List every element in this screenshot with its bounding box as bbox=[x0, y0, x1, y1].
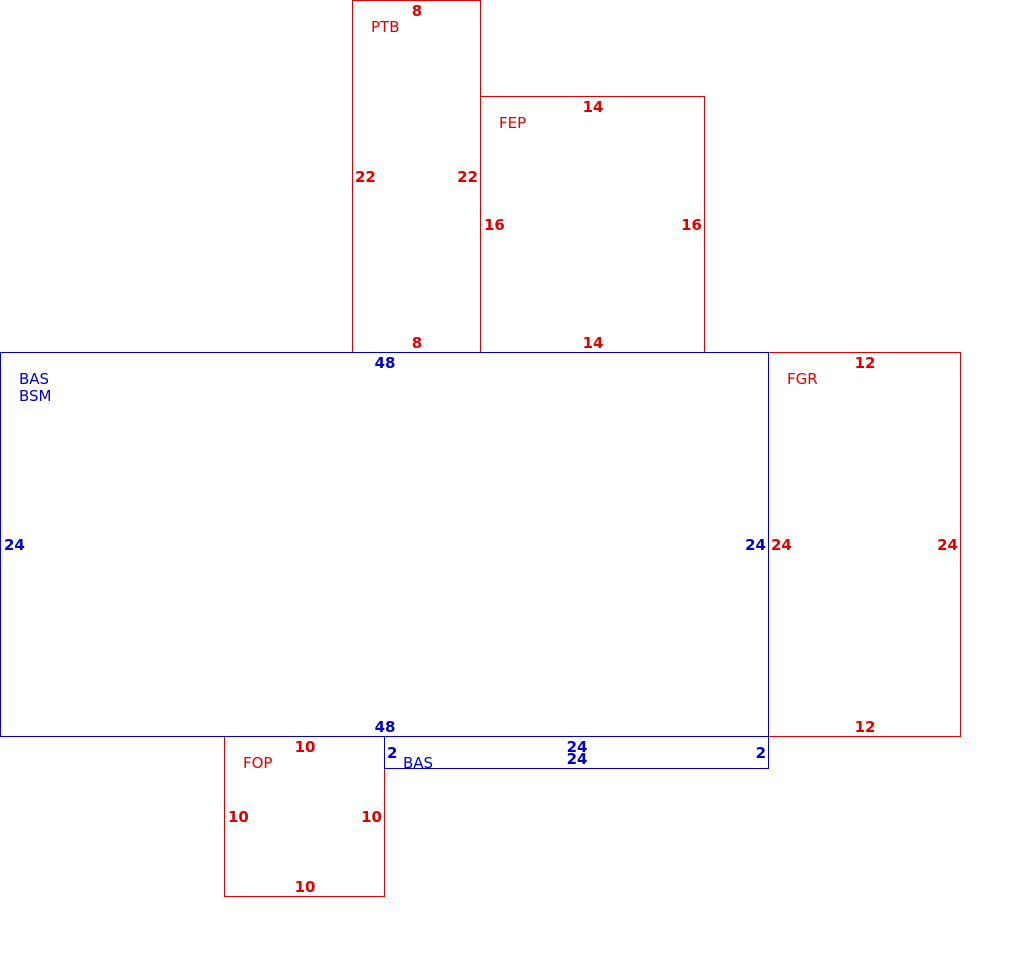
area-bas-code: BAS bbox=[19, 370, 49, 388]
area-ptb-dim-top: 8 bbox=[412, 2, 422, 20]
area-bas-code-secondary: BSM bbox=[19, 387, 52, 405]
area-bas-strip-outline bbox=[384, 736, 769, 769]
area-fgr: FGR 12 12 24 24 bbox=[768, 352, 961, 737]
area-bas-strip-dim-left: 2 bbox=[387, 744, 397, 762]
area-fep: FEP 14 14 16 16 bbox=[480, 96, 705, 353]
area-ptb-code: PTB bbox=[371, 18, 400, 36]
area-bas-strip-dim-right: 2 bbox=[756, 744, 766, 762]
area-fop-dim-top: 10 bbox=[295, 738, 316, 756]
area-bas: BAS BSM 48 48 24 24 bbox=[0, 352, 769, 737]
area-fgr-dim-right: 24 bbox=[937, 536, 958, 554]
area-fop-code: FOP bbox=[243, 754, 272, 772]
area-ptb-dim-right: 22 bbox=[457, 168, 478, 186]
area-fgr-dim-left: 24 bbox=[771, 536, 792, 554]
area-bas-dim-bottom: 48 bbox=[375, 718, 396, 736]
area-fep-code: FEP bbox=[499, 114, 526, 132]
area-fgr-code: FGR bbox=[787, 370, 818, 388]
area-bas-strip: BAS 24 24 2 2 bbox=[384, 736, 769, 772]
area-bas-strip-dim-top: 24 bbox=[567, 738, 588, 756]
area-fep-dim-left: 16 bbox=[484, 216, 505, 234]
area-bas-dim-right: 24 bbox=[745, 536, 766, 554]
area-ptb-dim-left: 22 bbox=[355, 168, 376, 186]
area-fop-dim-right: 10 bbox=[361, 808, 382, 826]
area-bas-outline bbox=[0, 352, 769, 737]
area-fop-dim-bottom: 10 bbox=[295, 878, 316, 896]
area-fep-outline bbox=[480, 96, 705, 353]
area-bas-strip-dim-bottom: 24 bbox=[567, 750, 588, 768]
area-fep-dim-top: 14 bbox=[583, 98, 604, 116]
area-fep-dim-bottom: 14 bbox=[583, 334, 604, 352]
area-fgr-outline bbox=[768, 352, 961, 737]
area-bas-dim-top: 48 bbox=[375, 354, 396, 372]
area-bas-strip-code: BAS bbox=[403, 754, 433, 772]
area-fgr-dim-bottom: 12 bbox=[855, 718, 876, 736]
area-ptb-dim-bottom: 8 bbox=[412, 334, 422, 352]
area-fop: FOP 10 10 10 10 bbox=[224, 736, 385, 897]
area-fep-dim-right: 16 bbox=[681, 216, 702, 234]
area-fgr-dim-top: 12 bbox=[855, 354, 876, 372]
area-ptb: PTB 8 8 22 22 bbox=[352, 0, 481, 353]
area-bas-dim-left: 24 bbox=[4, 536, 25, 554]
area-fop-dim-left: 10 bbox=[228, 808, 249, 826]
